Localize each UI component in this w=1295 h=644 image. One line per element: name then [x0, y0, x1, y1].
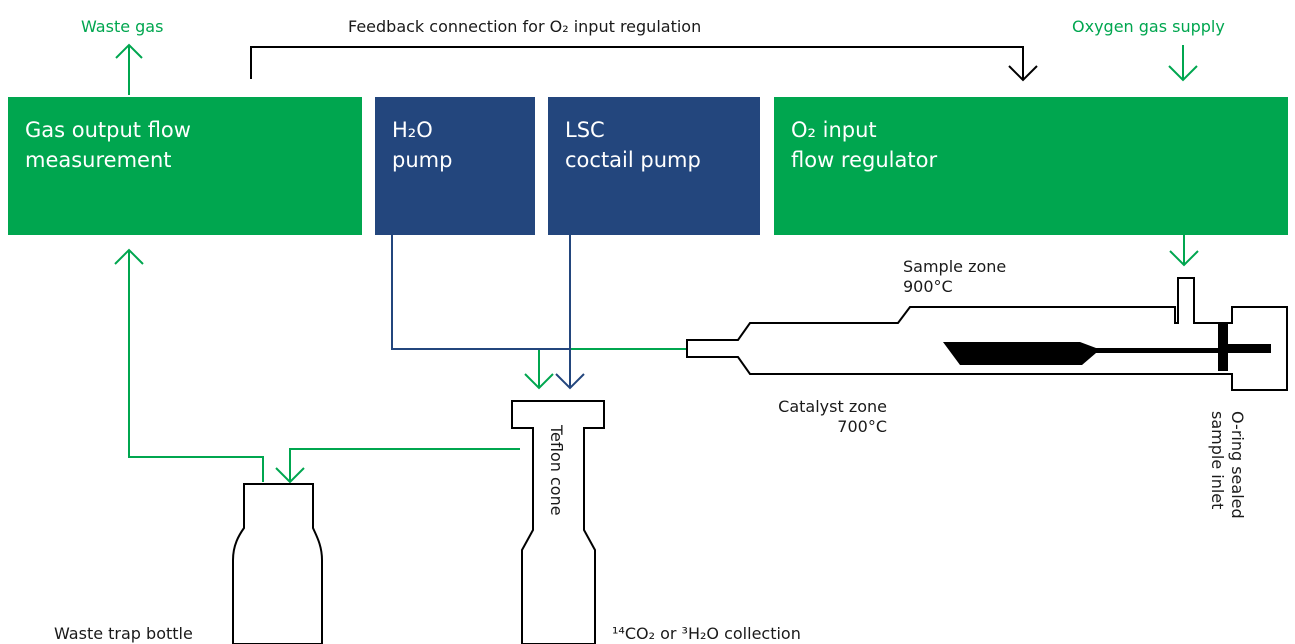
collection-label: ¹⁴CO₂ or ³H₂O collection: [612, 624, 801, 643]
oring-line2: sample inlet: [1208, 411, 1227, 510]
catalyst-zone-name: Catalyst zone: [778, 397, 887, 416]
sample-zone-label: Sample zone 900°C: [903, 257, 1006, 297]
oxygen-gas-supply-label: Oxygen gas supply: [1072, 17, 1225, 36]
teflon-cone-outline: [511, 400, 605, 644]
h2o-pump-line1: H₂O: [392, 118, 433, 142]
waste-trap-bottle-outline: [232, 483, 323, 644]
lsc-cocktail-pump-box: LSC coctail pump: [548, 97, 760, 235]
feedback-connection-line: [250, 46, 1038, 82]
feedback-connection-label: Feedback connection for O₂ input regulat…: [348, 17, 702, 36]
o2-input-flow-regulator-box: O₂ input flow regulator: [774, 97, 1288, 235]
waste-gas-label: Waste gas: [81, 17, 164, 36]
teflon-to-trap-line: [275, 448, 520, 484]
waste-trap-bottle-label: Waste trap bottle: [54, 624, 193, 643]
h2o-pump-line: [391, 235, 570, 350]
oring-line1: O-ring sealed: [1228, 411, 1247, 519]
o2-regulator-line1: O₂ input: [791, 118, 877, 142]
lsc-pump-line2: coctail pump: [565, 148, 701, 172]
teflon-cone-label: Teflon cone: [547, 425, 566, 516]
oxygen-supply-arrow: [1168, 45, 1198, 82]
gas-output-line2: measurement: [25, 148, 172, 172]
lsc-pump-line1: LSC: [565, 118, 605, 142]
sample-zone-name: Sample zone: [903, 257, 1007, 276]
gas-output-return-line: [114, 248, 264, 482]
oring-sealed-inlet-label: O-ring sealed sample inlet: [1207, 411, 1247, 519]
gas-output-line1: Gas output flow: [25, 118, 191, 142]
o2-regulator-line2: flow regulator: [791, 148, 938, 172]
o2-feed-arrow: [1169, 235, 1199, 267]
h2o-pump-line2: pump: [392, 148, 453, 172]
sample-holder: [943, 324, 1271, 371]
h2o-pump-box: H₂O pump: [375, 97, 535, 235]
gas-output-flow-measurement-box: Gas output flow measurement: [8, 97, 362, 235]
catalyst-zone-label: Catalyst zone 700°C: [767, 397, 887, 437]
catalyst-zone-temp: 700°C: [837, 417, 887, 436]
lsc-pump-line: [555, 235, 585, 390]
sample-zone-temp: 900°C: [903, 277, 953, 296]
tube-to-cone-gas-line: [524, 348, 687, 390]
waste-gas-arrow: [115, 43, 143, 95]
combustion-tube: [686, 277, 1288, 391]
